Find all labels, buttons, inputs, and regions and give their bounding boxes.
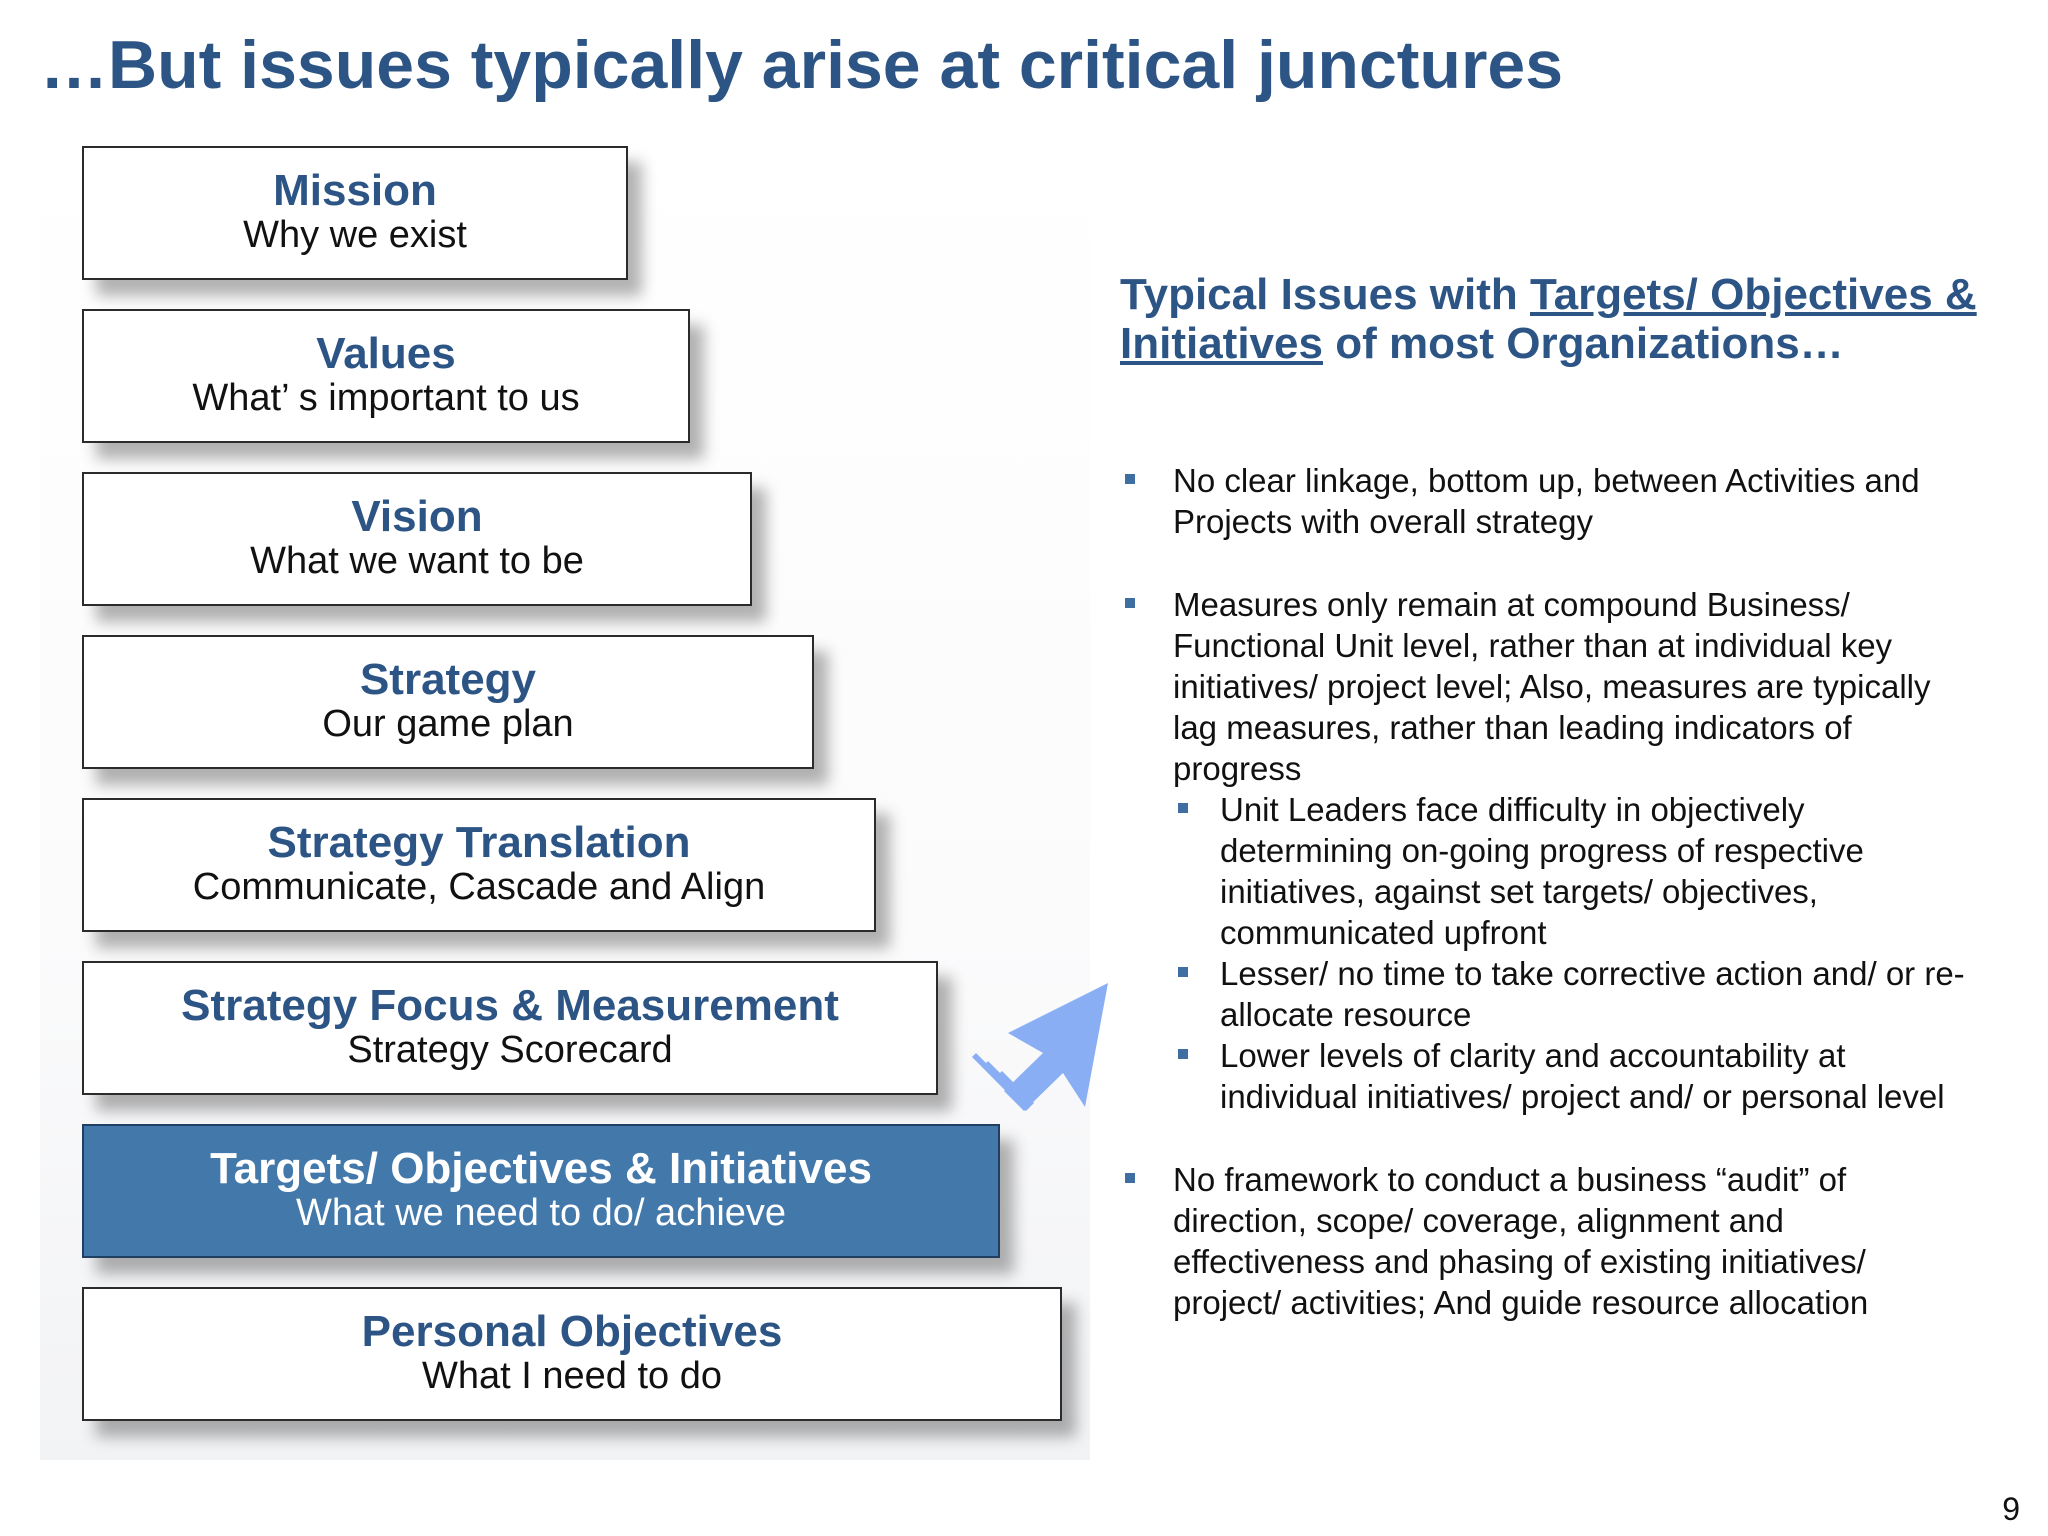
pyramid-step-targets-objectives: Targets/ Objectives & Initiatives What w…	[82, 1124, 1000, 1258]
issue-sub-bullet: Lesser/ no time to take corrective actio…	[1120, 953, 1980, 1035]
step-subtitle: What’ s important to us	[192, 377, 580, 420]
slide-title: …But issues typically arise at critical …	[40, 27, 1564, 103]
pyramid-step-personal-objectives: Personal Objectives What I need to do	[82, 1287, 1062, 1421]
page-number: 9	[2002, 1491, 2020, 1527]
diagonal-up-right-arrow-icon	[972, 983, 1108, 1111]
step-title: Mission	[273, 166, 437, 216]
pyramid-step-values: Values What’ s important to us	[82, 309, 690, 443]
issues-list: No clear linkage, bottom up, between Act…	[1120, 460, 1980, 1365]
issue-text: No framework to conduct a business “audi…	[1173, 1161, 1869, 1321]
issue-sub-bullet: Lower levels of clarity and accountabili…	[1120, 1035, 1980, 1117]
issue-sub-bullet: Unit Leaders face difficulty in objectiv…	[1120, 789, 1980, 953]
issue-sub-list: Unit Leaders face difficulty in objectiv…	[1120, 789, 1980, 1117]
step-subtitle: Why we exist	[243, 214, 467, 257]
step-title: Values	[316, 329, 456, 379]
issues-heading: Typical Issues with Targets/ Objectives …	[1120, 270, 2000, 369]
step-subtitle: What I need to do	[422, 1355, 722, 1398]
issue-bullet: No clear linkage, bottom up, between Act…	[1120, 460, 1980, 542]
issue-bullet: Measures only remain at compound Busines…	[1120, 584, 1980, 1117]
pyramid-step-mission: Mission Why we exist	[82, 146, 628, 280]
step-title: Strategy	[359, 655, 537, 705]
step-subtitle: Our game plan	[322, 703, 574, 746]
issue-text: No clear linkage, bottom up, between Act…	[1173, 462, 1920, 540]
pyramid-step-strategy-focus: Strategy Focus & Measurement Strategy Sc…	[82, 961, 938, 1095]
step-subtitle: Communicate, Cascade and Align	[192, 866, 766, 909]
step-title: Personal Objectives	[361, 1307, 783, 1357]
issues-heading-link: Targets/ Objectives & Initiatives	[1120, 270, 1977, 369]
issues-heading-suffix: of most Organizations…	[1322, 319, 1844, 369]
issues-heading-prefix: Typical Issues with	[1120, 270, 1530, 319]
pyramid-step-vision: Vision What we want to be	[82, 472, 752, 606]
issue-bullet: No framework to conduct a business “audi…	[1120, 1159, 1980, 1323]
pyramid-step-strategy: Strategy Our game plan	[82, 635, 814, 769]
issue-text: Measures only remain at compound Busines…	[1173, 586, 1931, 787]
step-subtitle: What we want to be	[250, 540, 584, 583]
step-title: Vision	[351, 492, 483, 542]
step-subtitle: Strategy Scorecard	[347, 1029, 673, 1072]
step-subtitle: What we need to do/ achieve	[295, 1192, 787, 1235]
step-title: Targets/ Objectives & Initiatives	[210, 1144, 872, 1194]
step-title: Strategy Translation	[267, 818, 691, 868]
pyramid-step-strategy-translation: Strategy Translation Communicate, Cascad…	[82, 798, 876, 932]
step-title: Strategy Focus & Measurement	[181, 981, 839, 1031]
